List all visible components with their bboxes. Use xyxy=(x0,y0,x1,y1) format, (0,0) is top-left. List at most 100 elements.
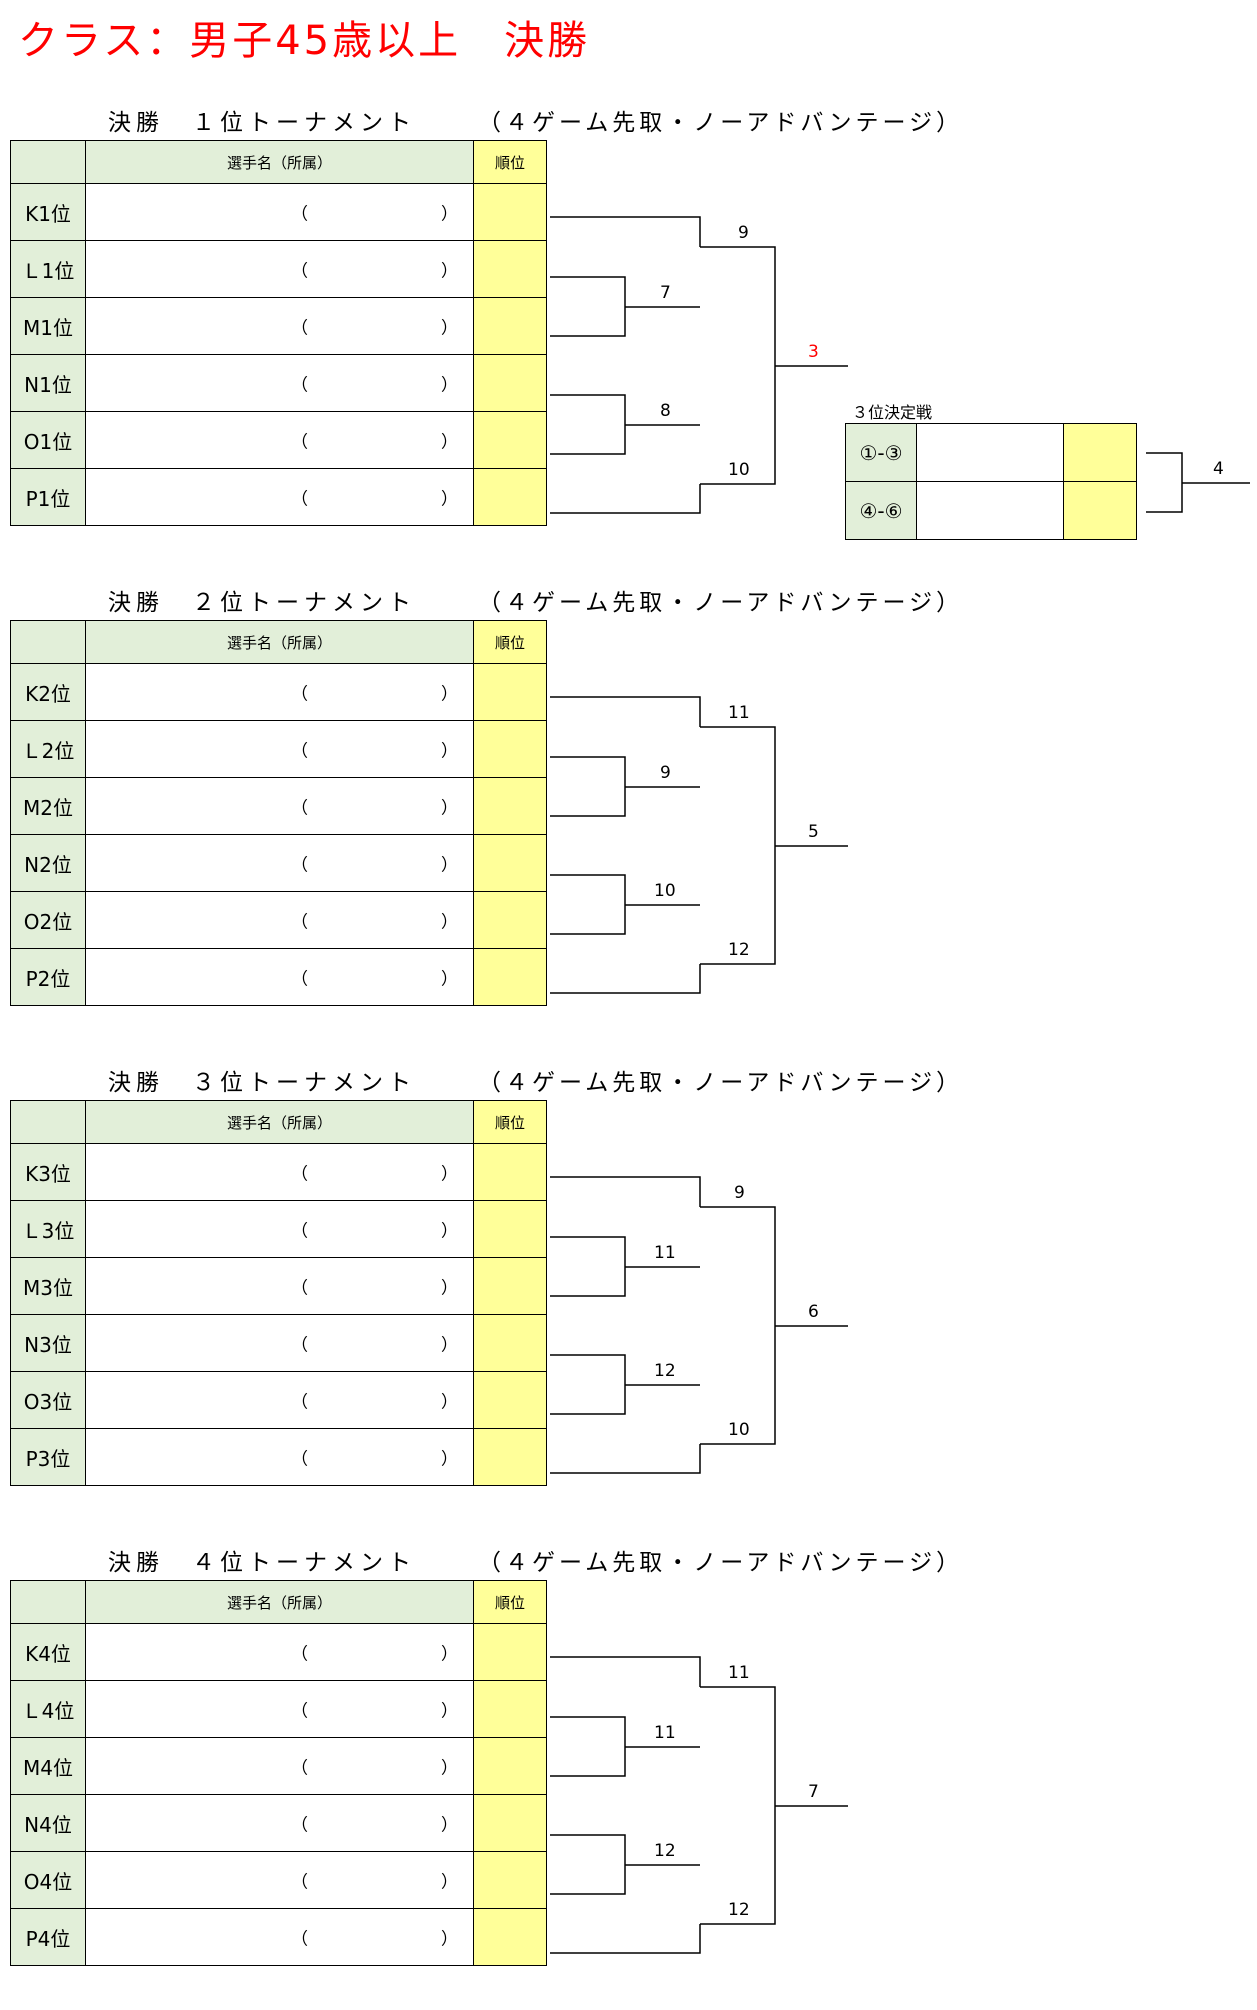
player-label: O1位 xyxy=(10,411,86,469)
player-name-cell[interactable]: （） xyxy=(85,663,474,721)
match-number-qf-bottom: 10 xyxy=(728,1420,750,1440)
rank-cell[interactable] xyxy=(473,1680,547,1738)
header-rank: 順位 xyxy=(473,1100,547,1144)
player-name-cell[interactable]: （） xyxy=(85,948,474,1006)
third-place-label: ３位決定戦 xyxy=(852,403,933,422)
player-name-cell[interactable]: （） xyxy=(85,297,474,355)
player-label: Ｌ3位 xyxy=(10,1200,86,1258)
match-number-final: 6 xyxy=(808,1302,819,1322)
player-label: P1位 xyxy=(10,468,86,526)
rank-cell[interactable] xyxy=(473,720,547,778)
third-place-pair-label: ④-⑥ xyxy=(845,481,917,540)
rank-cell[interactable] xyxy=(473,777,547,835)
rank-cell[interactable] xyxy=(473,1371,547,1429)
player-name-cell[interactable]: （） xyxy=(85,183,474,241)
paren-close: ） xyxy=(441,912,458,933)
paren-close: ） xyxy=(441,1815,458,1836)
rank-cell[interactable] xyxy=(473,1428,547,1486)
player-name-cell[interactable]: （） xyxy=(85,1314,474,1372)
paren-close: ） xyxy=(441,1278,458,1299)
header-blank xyxy=(10,1580,86,1624)
bracket-section-3 xyxy=(550,1176,848,1474)
paren-close: ） xyxy=(441,684,458,705)
rank-cell[interactable] xyxy=(473,1908,547,1966)
rank-cell[interactable] xyxy=(473,1143,547,1201)
match-number-semi-top: 7 xyxy=(660,283,671,303)
rank-cell[interactable] xyxy=(473,663,547,721)
player-name-cell[interactable]: （） xyxy=(85,1428,474,1486)
header-name: 選手名（所属） xyxy=(85,620,474,664)
paren-open: （ xyxy=(291,741,308,762)
player-name-cell[interactable]: （） xyxy=(85,1737,474,1795)
paren-close: ） xyxy=(441,1449,458,1470)
rank-cell[interactable] xyxy=(473,1737,547,1795)
player-name-cell[interactable]: （） xyxy=(85,1680,474,1738)
player-label: P4位 xyxy=(10,1908,86,1966)
player-name-cell[interactable]: （） xyxy=(85,891,474,949)
third-place-name-cell[interactable] xyxy=(916,423,1064,482)
player-name-cell[interactable]: （） xyxy=(85,1908,474,1966)
player-name-cell[interactable]: （） xyxy=(85,468,474,526)
player-name-cell[interactable]: （） xyxy=(85,1143,474,1201)
rank-cell[interactable] xyxy=(473,891,547,949)
match-number-semi-bottom: 12 xyxy=(654,1361,676,1381)
player-name-cell[interactable]: （） xyxy=(85,720,474,778)
paren-close: ） xyxy=(441,1758,458,1779)
player-name-cell[interactable]: （） xyxy=(85,1257,474,1315)
rank-cell[interactable] xyxy=(473,1623,547,1681)
rank-cell[interactable] xyxy=(473,1257,547,1315)
player-label: M3位 xyxy=(10,1257,86,1315)
match-number-semi-bottom: 10 xyxy=(654,881,676,901)
rank-cell[interactable] xyxy=(473,948,547,1006)
third-place-table: ①-③ ④-⑥ xyxy=(845,423,1137,540)
section-4-rule: （４ゲーム先取・ノーアドバンテージ） xyxy=(478,1550,964,1576)
player-label: K4位 xyxy=(10,1623,86,1681)
match-number-qf-bottom: 12 xyxy=(728,1900,750,1920)
paren-close: ） xyxy=(441,318,458,339)
player-name-cell[interactable]: （） xyxy=(85,1371,474,1429)
third-place-match-number: 4 xyxy=(1213,459,1224,479)
player-label: K3位 xyxy=(10,1143,86,1201)
bracket-section-2 xyxy=(550,696,848,994)
paren-open: （ xyxy=(291,1872,308,1893)
player-name-cell[interactable]: （） xyxy=(85,834,474,892)
player-name-cell[interactable]: （） xyxy=(85,777,474,835)
rank-cell[interactable] xyxy=(473,1851,547,1909)
player-name-cell[interactable]: （） xyxy=(85,354,474,412)
rank-cell[interactable] xyxy=(473,183,547,241)
match-number-qf-top: 9 xyxy=(738,223,749,243)
rank-cell[interactable] xyxy=(473,834,547,892)
player-name-cell[interactable]: （） xyxy=(85,411,474,469)
paren-close: ） xyxy=(441,375,458,396)
section-2-table: 選手名（所属）順位 K2位（） Ｌ2位（） M2位（） N2位（） O2位（） … xyxy=(10,620,547,1006)
paren-open: （ xyxy=(291,798,308,819)
match-number-semi-top: 9 xyxy=(660,763,671,783)
section-4-table: 選手名（所属）順位 K4位（） Ｌ4位（） M4位（） N4位（） O4位（） … xyxy=(10,1580,547,1966)
third-place-rank-cell[interactable] xyxy=(1063,481,1137,540)
header-blank xyxy=(10,620,86,664)
third-place-name-cell[interactable] xyxy=(916,481,1064,540)
player-name-cell[interactable]: （） xyxy=(85,1623,474,1681)
paren-close: ） xyxy=(441,798,458,819)
rank-cell[interactable] xyxy=(473,1200,547,1258)
player-name-cell[interactable]: （） xyxy=(85,1794,474,1852)
paren-open: （ xyxy=(291,1449,308,1470)
rank-cell[interactable] xyxy=(473,468,547,526)
rank-cell[interactable] xyxy=(473,411,547,469)
paren-close: ） xyxy=(441,1392,458,1413)
paren-open: （ xyxy=(291,1644,308,1665)
bracket-third-place xyxy=(1146,452,1250,513)
rank-cell[interactable] xyxy=(473,1794,547,1852)
third-place-pair-label: ①-③ xyxy=(845,423,917,482)
paren-close: ） xyxy=(441,1872,458,1893)
rank-cell[interactable] xyxy=(473,1314,547,1372)
player-name-cell[interactable]: （） xyxy=(85,1851,474,1909)
player-name-cell[interactable]: （） xyxy=(85,1200,474,1258)
rank-cell[interactable] xyxy=(473,354,547,412)
header-rank: 順位 xyxy=(473,620,547,664)
section-4-title: 決勝 ４位トーナメント xyxy=(108,1550,416,1576)
section-1-title: 決勝 １位トーナメント xyxy=(108,110,416,136)
rank-cell[interactable] xyxy=(473,297,547,355)
paren-close: ） xyxy=(441,741,458,762)
